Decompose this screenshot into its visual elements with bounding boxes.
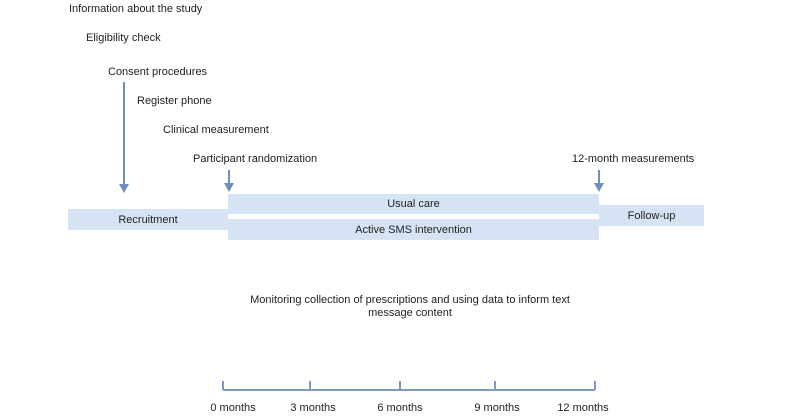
phase-usual-care: Usual care	[228, 194, 599, 214]
event-randomization: Participant randomization	[193, 153, 318, 165]
timeline-label-6: 6 months	[377, 402, 423, 414]
randomization-arrow-head	[224, 183, 234, 192]
step-register-phone: Register phone	[137, 95, 212, 107]
step-information: Information about the study	[69, 3, 203, 15]
phase-recruitment-label: Recruitment	[118, 213, 178, 226]
timeline-label-0: 0 months	[210, 402, 256, 414]
event-12-month-measurements: 12-month measurements	[572, 153, 695, 165]
step-clinical-measurement: Clinical measurement	[163, 124, 269, 136]
phase-usual-care-label: Usual care	[387, 198, 440, 210]
phase-recruitment: Recruitment	[68, 209, 228, 230]
timeline-label-12: 12 months	[557, 402, 609, 414]
phase-intervention: Active SMS intervention	[228, 219, 599, 240]
timeline-label-9: 9 months	[474, 402, 520, 414]
recruitment-arrow-head	[119, 184, 129, 193]
step-consent: Consent procedures	[108, 66, 208, 78]
measurement-arrow-head	[594, 183, 604, 192]
step-eligibility: Eligibility check	[86, 32, 161, 44]
phase-follow-up: Follow-up	[599, 205, 704, 226]
phase-follow-up-label: Follow-up	[627, 209, 676, 222]
phase-intervention-label: Active SMS intervention	[355, 223, 472, 236]
monitoring-note: Monitoring collection of prescriptions a…	[250, 294, 570, 319]
timeline-label-3: 3 months	[290, 402, 336, 414]
